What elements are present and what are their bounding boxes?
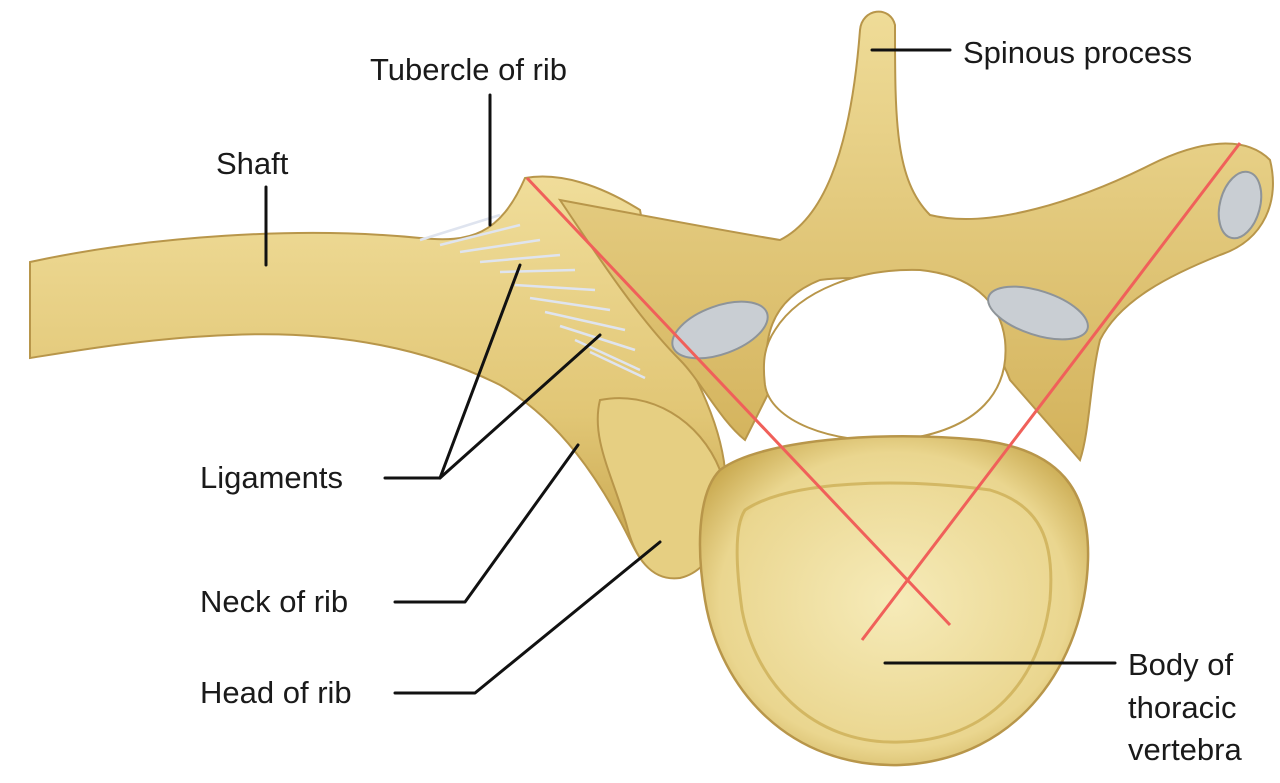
leader-ligaments-2 [438,333,602,480]
label-ligaments: Ligaments [200,460,343,495]
label-body-line-2: thoracic [1128,690,1237,725]
ligament-fibres [419,213,646,380]
vertebral-body-rim [735,481,1053,744]
facet-left [671,300,769,360]
vertebral-body [698,435,1090,767]
label-head-of-rib: Head of rib [200,675,352,710]
label-shaft: Shaft [216,146,289,181]
axis-line-right [860,142,1242,641]
label-tubercle-of-rib: Tubercle of rib [370,52,567,87]
rib-head [596,397,726,580]
facet-transverse [1217,170,1263,240]
leader-head-of-rib [393,540,662,695]
label-spinous-process: Spinous process [963,35,1192,70]
label-body-line-1: Body of [1128,647,1234,682]
axis-line-left [525,176,952,627]
label-neck-of-rib: Neck of rib [200,584,348,619]
label-body-line-3: vertebra [1128,732,1242,767]
vertebral-foramen [762,268,1007,442]
leader-neck-of-rib [393,443,580,604]
facet-right [987,285,1089,341]
